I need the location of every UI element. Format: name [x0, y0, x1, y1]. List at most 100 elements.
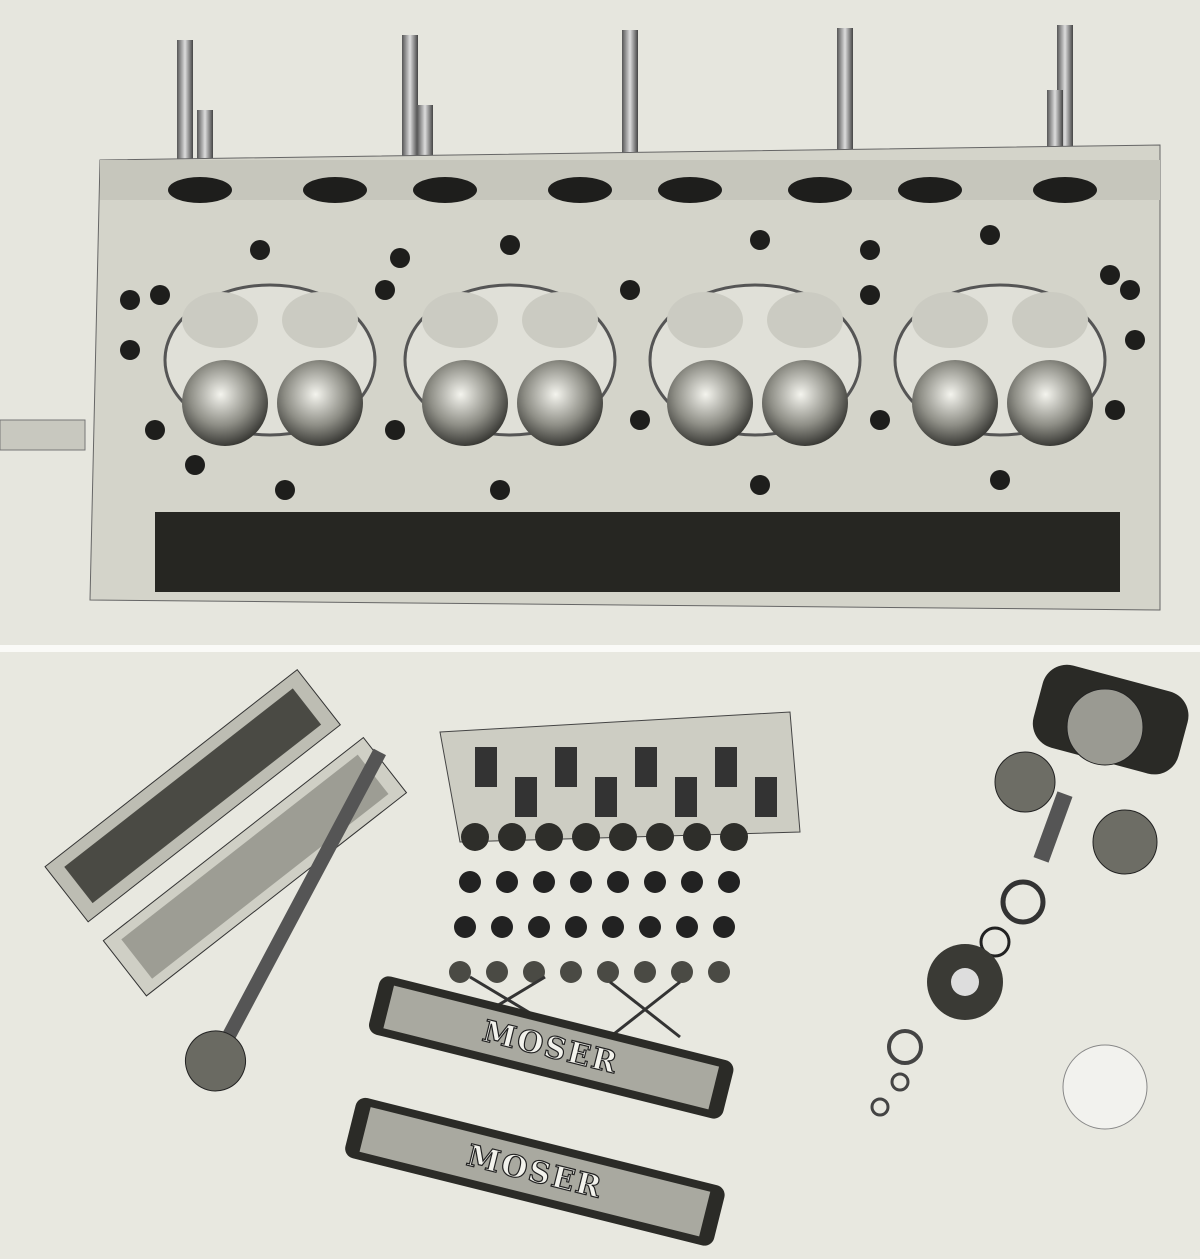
spring-retainer — [713, 916, 735, 938]
port-window — [912, 292, 988, 348]
spring-retainer — [491, 916, 513, 938]
valve-parts-rows — [449, 823, 748, 983]
port-window — [422, 292, 498, 348]
rocker-box-right — [102, 736, 408, 997]
tappet-bucket — [597, 961, 619, 983]
valve-head — [667, 360, 753, 446]
valve-spring — [461, 823, 489, 851]
port-hole — [788, 177, 852, 203]
divider — [0, 645, 1200, 652]
valve-spring — [720, 823, 748, 851]
valve-spring — [715, 747, 737, 787]
spring-retainer — [602, 916, 624, 938]
spring-retainer — [528, 916, 550, 938]
tappet-bucket — [449, 961, 471, 983]
valve-spring — [595, 777, 617, 817]
port-hole — [658, 177, 722, 203]
valve-spring — [515, 777, 537, 817]
port-hole — [303, 177, 367, 203]
valve-spring — [646, 823, 674, 851]
valve-spring — [572, 823, 600, 851]
water-hole — [1125, 330, 1145, 350]
valve-spring — [475, 747, 497, 787]
stud — [837, 95, 853, 160]
stud — [417, 105, 433, 160]
head-studs — [177, 25, 1073, 160]
water-holes — [120, 225, 1145, 500]
cylinder-head — [89, 144, 1161, 611]
spring-retainer — [681, 871, 703, 893]
spring-retainer — [644, 871, 666, 893]
water-hole — [145, 420, 165, 440]
water-hole — [620, 280, 640, 300]
stud — [622, 30, 638, 160]
assembled-head — [439, 711, 801, 843]
stud — [177, 40, 193, 160]
port-window — [522, 292, 598, 348]
stud — [1047, 90, 1063, 160]
water-hole — [490, 480, 510, 500]
valve-head — [517, 360, 603, 446]
water-hole — [250, 240, 270, 260]
cylinder-head-photo — [0, 25, 1161, 611]
gasket-channel — [155, 512, 1120, 592]
tappet-bucket — [634, 961, 656, 983]
valve-spring — [535, 823, 563, 851]
valve-spring — [555, 747, 577, 787]
spring-retainer — [496, 871, 518, 893]
valve-spring — [755, 777, 777, 817]
water-hole — [990, 470, 1010, 490]
water-hole — [1100, 265, 1120, 285]
water-hole — [1105, 400, 1125, 420]
water-hole — [120, 340, 140, 360]
rocker-box-left — [44, 668, 342, 923]
valve-head — [912, 360, 998, 446]
water-hole — [870, 410, 890, 430]
head-top-face — [100, 160, 1160, 200]
port-window — [767, 292, 843, 348]
port-window — [282, 292, 358, 348]
tappet-bucket — [671, 961, 693, 983]
valve-spring — [609, 823, 637, 851]
water-hole — [500, 235, 520, 255]
water-hole — [375, 280, 395, 300]
tappet-bucket — [486, 961, 508, 983]
port-hole — [1033, 177, 1097, 203]
spring-retainer — [570, 871, 592, 893]
spring-retainer — [533, 871, 555, 893]
port-holes — [168, 177, 1097, 203]
camshaft — [184, 748, 386, 1092]
water-hole — [120, 290, 140, 310]
valve-spring — [635, 747, 657, 787]
port-hole — [413, 177, 477, 203]
tappet-bucket — [560, 961, 582, 983]
valve-head — [1007, 360, 1093, 446]
water-hole — [750, 230, 770, 250]
water-hole — [630, 410, 650, 430]
water-hole — [980, 225, 1000, 245]
valve-head — [277, 360, 363, 446]
water-hole — [385, 420, 405, 440]
spring-retainer — [607, 871, 629, 893]
valve-spring — [683, 823, 711, 851]
port-hole — [168, 177, 232, 203]
stud — [402, 35, 418, 160]
water-hole — [150, 285, 170, 305]
port-window — [182, 292, 258, 348]
drive-parts — [870, 664, 1189, 1130]
spring-retainer — [676, 916, 698, 938]
spring-retainer — [718, 871, 740, 893]
stud — [197, 110, 213, 160]
port-window — [1012, 292, 1088, 348]
shaft-stub — [0, 419, 86, 451]
spring-retainer — [454, 916, 476, 938]
valve-spring — [675, 777, 697, 817]
valve-spring — [498, 823, 526, 851]
spring-retainer — [639, 916, 661, 938]
water-hole — [185, 455, 205, 475]
tappet-bucket — [523, 961, 545, 983]
valve-head — [182, 360, 268, 446]
combustion-chambers — [163, 283, 1107, 446]
water-hole — [390, 248, 410, 268]
